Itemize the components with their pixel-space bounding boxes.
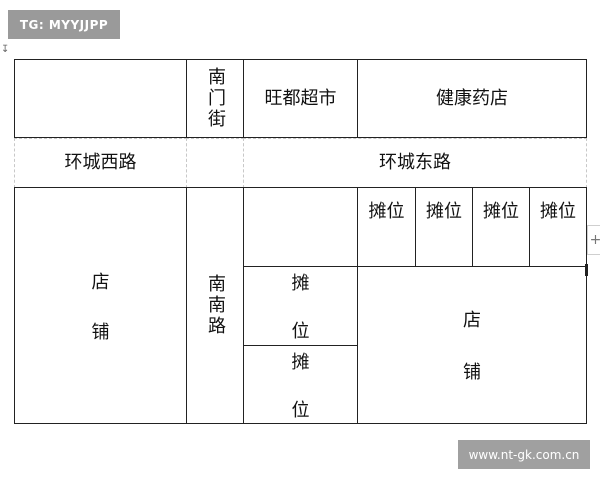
- watermark-bottom-right: www.nt-gk.com.cn: [458, 440, 590, 469]
- shop-right-char-2: 铺: [463, 362, 481, 383]
- stall-2-label: 摊位: [426, 201, 462, 222]
- road-intersection-cell: [186, 138, 244, 188]
- column-resize-handle[interactable]: [585, 264, 588, 276]
- nannan-road-cell: 南南路: [186, 187, 244, 424]
- stall-6-char-2: 位: [291, 399, 310, 421]
- watermark-top-left: TG: MYYJJPP: [8, 10, 120, 39]
- huancheng-east-road-label: 环城东路: [379, 152, 451, 173]
- huancheng-west-road-label: 环城西路: [64, 152, 137, 173]
- stall-3-label: 摊位: [483, 201, 519, 222]
- shop-left-char-1: 店: [91, 271, 110, 293]
- blank-lot-middle: [243, 187, 358, 267]
- stall-5-char-2: 位: [291, 321, 310, 342]
- stall-5: 摊 位: [243, 266, 358, 346]
- shop-left: 店 铺: [14, 187, 187, 424]
- huancheng-east-road-cell: 环城东路: [243, 138, 587, 188]
- stall-5-char-1: 摊: [291, 273, 310, 294]
- stall-3: 摊位: [472, 187, 530, 267]
- stall-6: 摊 位: [243, 345, 358, 424]
- add-column-button[interactable]: +: [587, 225, 600, 255]
- stall-1-label: 摊位: [368, 201, 405, 222]
- nannan-road-label: 南南路: [205, 274, 226, 337]
- plus-icon: +: [589, 232, 600, 248]
- nanmen-street-cell: 南门街: [186, 59, 244, 138]
- health-pharmacy-label: 健康药店: [436, 87, 508, 109]
- stall-6-char-1: 摊: [291, 351, 310, 373]
- table-anchor-icon[interactable]: ↧: [1, 44, 10, 55]
- shop-left-char-2: 铺: [91, 321, 110, 343]
- stall-4: 摊位: [529, 187, 587, 267]
- huancheng-west-road-cell: 环城西路: [14, 138, 187, 188]
- blank-lot-top-left: [14, 59, 187, 138]
- wangdu-supermarket-label: 旺都超市: [264, 87, 337, 109]
- health-pharmacy-cell: 健康药店: [357, 59, 587, 138]
- watermark-top-left-text: TG: MYYJJPP: [19, 17, 109, 32]
- nanmen-street-label: 南门街: [205, 67, 226, 130]
- watermark-bottom-right-text: www.nt-gk.com.cn: [468, 447, 580, 462]
- stall-1: 摊位: [357, 187, 416, 267]
- shop-right: 店 铺: [357, 266, 587, 424]
- stall-4-label: 摊位: [540, 201, 576, 222]
- shop-right-char-1: 店: [463, 310, 481, 331]
- wangdu-supermarket-cell: 旺都超市: [243, 59, 358, 138]
- stall-2: 摊位: [415, 187, 473, 267]
